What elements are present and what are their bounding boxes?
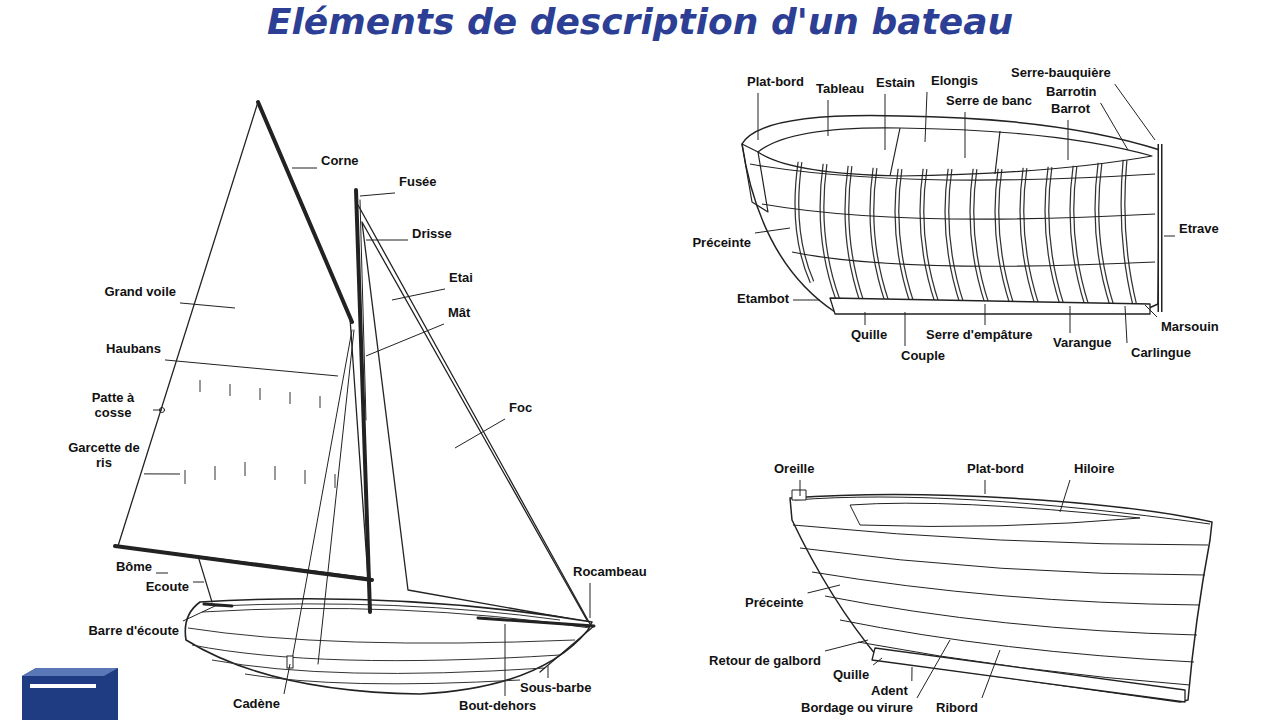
leader-line [925,92,927,142]
leader-line [1164,236,1175,237]
part-label: Haubans [105,342,162,357]
part-label: Corne [320,154,360,169]
leader-line [982,650,1000,698]
part-label: Quille [850,328,888,343]
leader-line [825,640,868,651]
leader-line [505,624,506,696]
part-label: Préceinte [744,596,805,611]
part-label: Patte à cosse [76,391,150,421]
title: Eléments de description d'un bateau [0,0,1280,43]
part-label: Fusée [398,175,438,190]
leader-line [985,304,986,325]
leader-line [911,667,912,681]
part-label: Bordage ou virure [800,701,914,716]
part-label: Barrot [1050,102,1091,117]
leader-line [292,168,317,169]
leader-line [808,585,840,593]
part-label: Ribord [935,701,979,716]
part-label: Adent [870,684,909,699]
leader-line [905,312,906,346]
leader-line [917,640,950,698]
part-label: Tableau [815,82,865,97]
part-label: Varangue [1052,336,1113,351]
part-label: Préceinte [691,236,752,251]
part-label: Barre d'écoute [87,624,180,639]
part-label: Bôme [115,560,153,575]
part-label: Drisse [411,227,453,242]
leader-line [180,303,235,308]
leader-line [1068,120,1069,160]
part-label: Ecoute [145,580,190,595]
leader-line [873,658,882,665]
part-label: Serre d'empâture [925,328,1033,343]
part-label: Foc [508,401,533,416]
leader-line [1115,84,1155,140]
part-label: Bout-dehors [458,699,537,714]
part-label: Etai [448,271,474,286]
part-label: Marsouin [1160,320,1220,335]
part-label: Etambot [736,292,790,307]
leader-line [828,100,829,136]
leader-line [965,112,966,158]
leader-line [800,480,801,496]
leader-line [165,360,338,376]
leader-line [153,410,162,411]
part-label: Etrave [1178,222,1220,237]
leader-line [758,93,759,140]
part-label: Cadène [232,697,281,712]
part-label: Carlingue [1130,346,1192,361]
leader-line [360,193,395,196]
part-label: Couple [900,349,946,364]
leader-line [1145,305,1157,317]
part-label: Hiloire [1073,462,1115,477]
leader-line [1125,306,1127,343]
part-label: Grand voile [103,285,177,300]
part-label: Garcette de ris [67,441,141,471]
part-label: Sous-barbe [519,681,593,696]
leader-line [548,666,549,678]
leader-line [755,228,790,233]
part-label: Mât [447,306,471,321]
part-label: Barrotin [1045,85,1098,100]
part-label: Plat-bord [746,75,805,90]
leader-line [193,582,204,583]
leader-line [366,324,444,356]
part-label: Serre de banc [945,94,1033,109]
leader-line [156,573,168,574]
part-label: Rocambeau [572,565,648,580]
part-label: Retour de galbord [708,654,822,669]
leader-line [366,240,408,241]
leader-line [144,473,180,474]
leader-line [183,606,215,621]
leader-line [865,312,866,325]
leader-line [284,664,290,694]
part-label: Estain [875,76,916,91]
leader-line [590,583,591,618]
part-label: Plat-bord [966,462,1025,477]
leader-line [1070,306,1071,333]
leader-line [885,94,886,150]
part-label: Quille [832,668,870,683]
leader-line [1060,480,1070,512]
leader-line [392,289,445,300]
part-label: Oreille [773,462,815,477]
leader-line [793,300,820,301]
leader-line [455,419,505,448]
part-label: Elongis [930,74,979,89]
leader-line [1101,103,1128,150]
part-label: Serre-bauquière [1010,66,1112,81]
leader-line [985,480,986,494]
